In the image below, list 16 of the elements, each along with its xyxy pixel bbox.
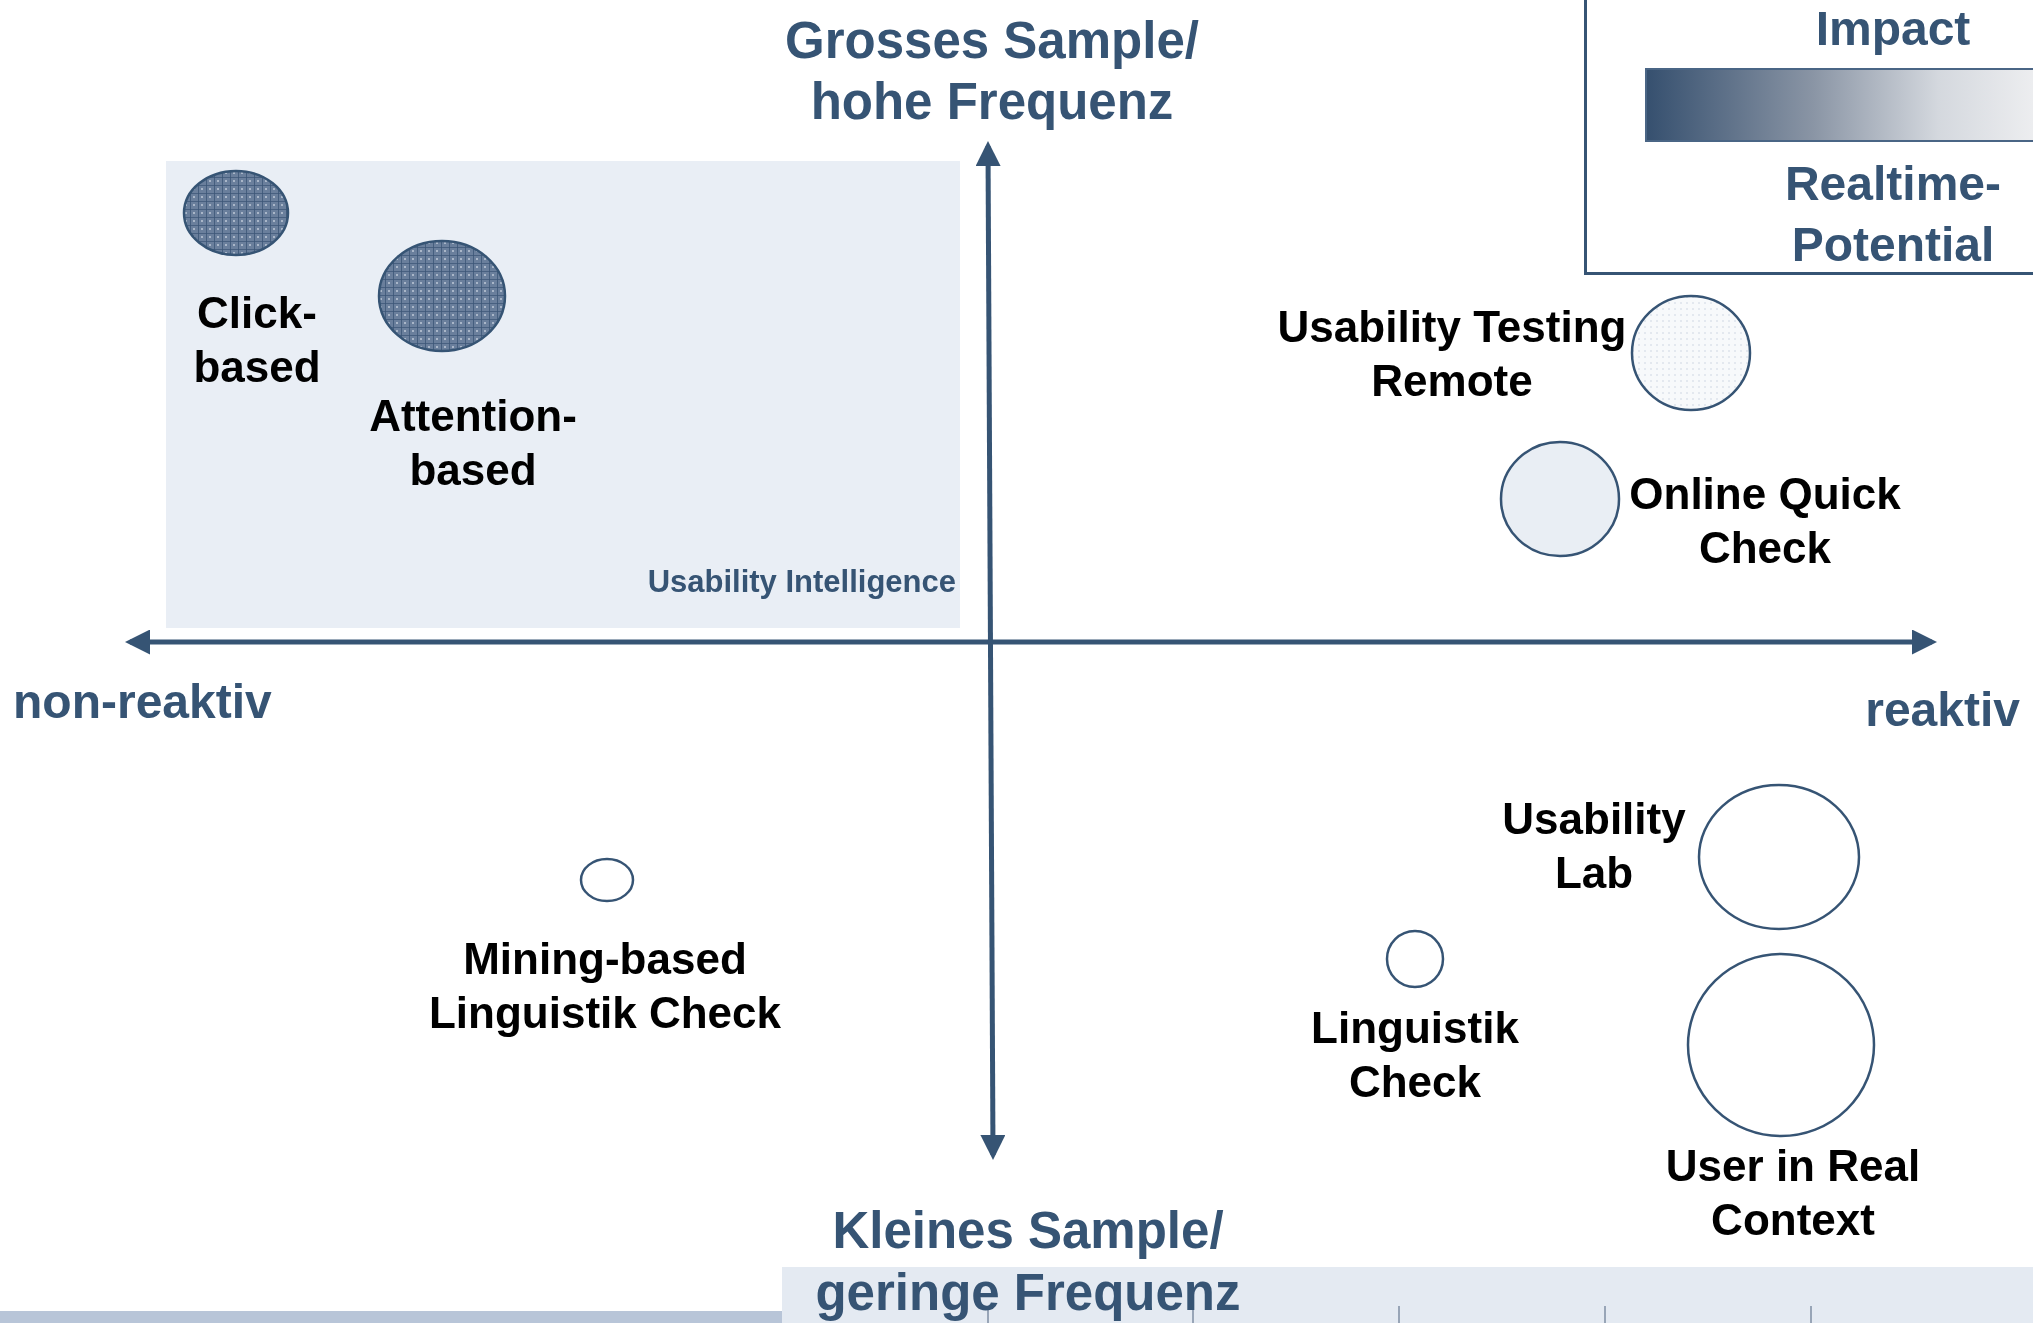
scale-label: Realtime-Potential	[1783, 156, 2003, 273]
bubble-label: Online Quick Check	[1628, 468, 1902, 574]
axis-label: non-reaktiv	[13, 676, 273, 728]
axis-label: Grosses Sample/ hohe Frequenz	[784, 11, 1200, 132]
bubble-label: Attention-based	[368, 390, 578, 496]
bubble-label: User in Real Context	[1664, 1140, 1922, 1246]
axis-label: Kleines Sample/ geringe Frequenz	[814, 1201, 1242, 1323]
scale-label: Impact	[1814, 1, 1972, 57]
bubble-label: Mining-based Linguistik Check	[427, 933, 783, 1039]
region-panel	[166, 161, 960, 628]
bubble-label: Linguistik Check	[1310, 1002, 1520, 1108]
axis-label: reaktiv	[1864, 684, 2020, 736]
bubble-label: Usability Lab	[1501, 793, 1687, 899]
bubble-label: Click-based	[192, 287, 322, 393]
bubble-label: Usability Testing Remote	[1276, 301, 1628, 407]
region-label: Usability Intelligence	[647, 564, 956, 600]
